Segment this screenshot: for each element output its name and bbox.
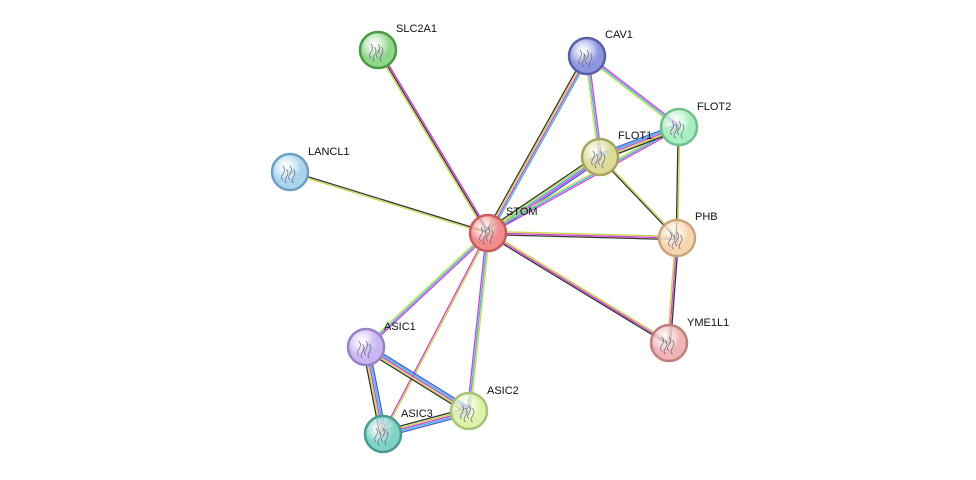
node-label-asic1: ASIC1 <box>384 321 416 333</box>
edge-evidence-line <box>381 231 488 435</box>
node-circle <box>567 36 607 76</box>
node-slc2a1[interactable]: SLC2A1 <box>358 23 437 70</box>
edge-stom-asic2[interactable] <box>466 232 491 412</box>
node-circle <box>468 213 508 253</box>
protein-structure-icon <box>670 120 685 139</box>
node-label-flot1: FLOT1 <box>618 130 652 142</box>
edge-evidence-line <box>487 230 678 238</box>
edge-evidence-line <box>487 232 678 239</box>
edge-stom-lancl1[interactable] <box>289 170 489 235</box>
edge-stom-cav1[interactable] <box>485 54 590 235</box>
node-label-flot2: FLOT2 <box>697 101 731 113</box>
edge-stom-phb[interactable] <box>487 230 678 241</box>
edge-evidence-line <box>468 232 489 412</box>
protein-structure-icon <box>660 336 675 355</box>
protein-structure-icon <box>591 150 606 169</box>
edge-stom-asic1[interactable] <box>364 231 490 349</box>
edge-evidence-line <box>366 233 490 349</box>
edge-evidence-line <box>377 49 489 234</box>
node-asic3[interactable]: ASIC3 <box>363 408 433 454</box>
edge-evidence-line <box>585 56 679 129</box>
edge-evidence-line <box>469 232 491 412</box>
protein-structure-icon <box>357 340 372 359</box>
protein-structure-icon <box>479 226 494 245</box>
node-circle <box>657 218 697 258</box>
node-asic2[interactable]: ASIC2 <box>449 385 519 431</box>
edge-evidence-line <box>366 344 471 411</box>
edge-evidence-line <box>383 232 490 436</box>
node-lancl1[interactable]: LANCL1 <box>270 146 350 192</box>
edge-evidence-line <box>488 230 671 343</box>
edge-evidence-line <box>489 56 590 235</box>
edge-asic1-asic2[interactable] <box>363 343 472 415</box>
edge-stom-yme1l1[interactable] <box>486 230 671 346</box>
node-circle <box>363 414 403 454</box>
edge-evidence-line <box>586 55 680 128</box>
edge-stom-asic3[interactable] <box>381 231 490 436</box>
node-flot2[interactable]: FLOT2 <box>659 101 731 147</box>
node-label-lancl1: LANCL1 <box>308 146 350 158</box>
node-label-phb: PHB <box>695 211 718 223</box>
edge-evidence-line <box>289 170 489 233</box>
edge-evidence-line <box>485 153 599 232</box>
protein-structure-icon <box>578 49 593 68</box>
edge-cav1-flot2[interactable] <box>585 54 681 129</box>
edge-evidence-line <box>363 349 468 415</box>
node-circle <box>449 391 489 431</box>
node-label-cav1: CAV1 <box>605 29 633 41</box>
edge-evidence-line <box>365 346 470 412</box>
protein-structure-icon <box>281 165 296 184</box>
edge-evidence-line <box>487 126 680 234</box>
node-asic1[interactable]: ASIC1 <box>346 321 416 367</box>
node-flot1[interactable]: FLOT1 <box>580 130 652 177</box>
edge-evidence-line <box>587 54 681 127</box>
edge-evidence-line <box>487 233 678 241</box>
node-label-asic3: ASIC3 <box>401 408 433 420</box>
edge-evidence-line <box>487 232 670 344</box>
node-circle <box>270 152 310 192</box>
node-yme1l1[interactable]: YME1L1 <box>649 317 729 363</box>
protein-structure-icon <box>460 404 475 423</box>
protein-structure-icon <box>668 231 683 250</box>
edge-evidence-line <box>488 127 681 236</box>
edge-evidence-line <box>289 172 489 235</box>
node-circle <box>659 107 699 147</box>
edge-evidence-line <box>488 55 589 235</box>
edge-stom-slc2a1[interactable] <box>375 48 491 235</box>
protein-structure-icon <box>369 43 384 62</box>
edge-evidence-line <box>375 50 488 235</box>
edge-evidence-line <box>485 54 586 233</box>
node-circle <box>649 323 689 363</box>
edge-evidence-line <box>364 347 469 414</box>
node-label-asic2: ASIC2 <box>487 385 519 397</box>
node-stom[interactable]: STOM <box>468 206 538 253</box>
node-circle <box>358 30 398 70</box>
edge-evidence-line <box>365 232 489 348</box>
protein-structure-icon <box>374 427 389 446</box>
edge-evidence-line <box>364 231 488 347</box>
edge-evidence-line <box>486 233 669 346</box>
node-phb[interactable]: PHB <box>657 211 718 258</box>
edge-evidence-line <box>378 48 491 233</box>
node-circle <box>580 137 620 177</box>
edge-evidence-line <box>486 155 600 233</box>
edge-evidence-line <box>367 343 472 409</box>
edge-evidence-line <box>486 54 587 234</box>
node-label-stom: STOM <box>506 206 538 218</box>
node-label-slc2a1: SLC2A1 <box>396 23 437 35</box>
node-label-yme1l1: YME1L1 <box>687 317 729 329</box>
node-cav1[interactable]: CAV1 <box>567 29 633 76</box>
node-circle <box>346 327 386 367</box>
edge-evidence-line <box>466 232 488 412</box>
